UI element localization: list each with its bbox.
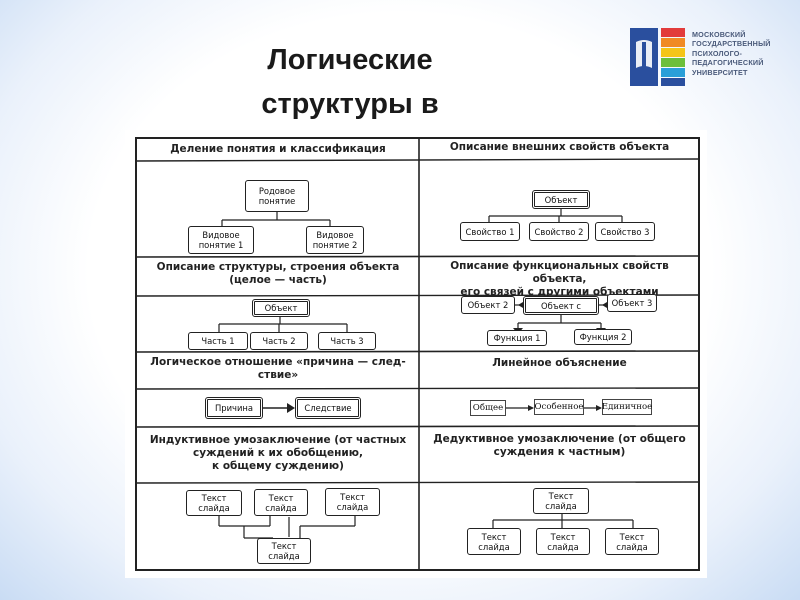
slide-title: Логические структуры в научном тексте (I… bbox=[200, 38, 500, 144]
header-structure: Описание структуры, строения объекта (це… bbox=[156, 261, 400, 286]
function-1-box: Функция 1 bbox=[487, 330, 547, 346]
cause-box: Причина bbox=[205, 397, 263, 419]
general-box: Общее bbox=[470, 400, 506, 416]
object-box: Объект bbox=[532, 190, 590, 209]
species-concept-2-box: Видовое понятие 2 bbox=[306, 226, 364, 254]
table-lines bbox=[135, 137, 700, 571]
header-cause-effect: Логическое отношение «причина — след- ст… bbox=[150, 356, 406, 381]
property-3-box: Свойство 3 bbox=[595, 222, 655, 241]
species-concept-1-box: Видовое понятие 1 bbox=[188, 226, 254, 254]
title-line: Логические bbox=[267, 44, 433, 76]
genus-concept-box: Родовое понятие bbox=[245, 180, 309, 212]
property-1-box: Свойство 1 bbox=[460, 222, 520, 241]
function-2-box: Функция 2 bbox=[574, 329, 632, 345]
part-1-box: Часть 1 bbox=[188, 332, 248, 350]
object-box: Объект bbox=[252, 299, 310, 317]
logical-structures-table: Деление понятия и классификация Описание… bbox=[125, 130, 707, 578]
part-3-box: Часть 3 bbox=[318, 332, 376, 350]
singular-box: Единичное bbox=[602, 399, 652, 415]
university-logo: МОСКОВСКИЙ ГОСУДАРСТВЕННЫЙ ПСИХОЛОГО- ПЕ… bbox=[630, 28, 790, 88]
header-functional: Описание функциональных свойств объекта,… bbox=[450, 260, 669, 298]
logo-text: МОСКОВСКИЙ ГОСУДАРСТВЕННЫЙ ПСИХОЛОГО- ПЕ… bbox=[692, 30, 771, 77]
header-linear: Линейное объяснение bbox=[492, 357, 627, 369]
object-3-box: Объект 3 bbox=[607, 294, 657, 312]
logo-mark-icon bbox=[630, 28, 685, 86]
title-line: структуры в bbox=[261, 88, 439, 120]
object-2-box: Объект 2 bbox=[461, 296, 515, 314]
header-deductive: Дедуктивное умозаключение (от общего суж… bbox=[433, 433, 686, 458]
particular-box: Особенное bbox=[534, 399, 584, 415]
part-2-box: Часть 2 bbox=[250, 332, 308, 350]
header-external-properties: Описание внешних свойств объекта bbox=[449, 141, 670, 153]
header-inductive: Индуктивное умозаключение (от частных су… bbox=[149, 434, 407, 472]
header-classification: Деление понятия и классификация bbox=[170, 143, 386, 155]
effect-box: Следствие bbox=[295, 397, 361, 419]
property-2-box: Свойство 2 bbox=[529, 222, 589, 241]
object-with-box: Объект с bbox=[523, 296, 599, 315]
